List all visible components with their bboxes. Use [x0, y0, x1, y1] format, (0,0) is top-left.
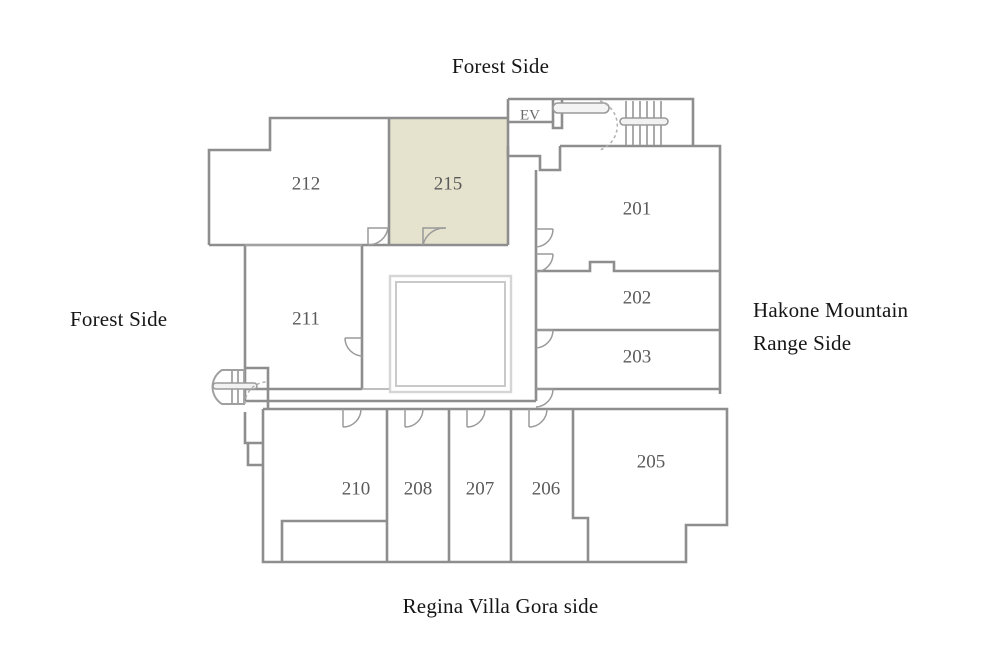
- room-label-203: 203: [623, 346, 652, 367]
- door-west-exit[interactable]: [244, 381, 268, 405]
- door-203[interactable]: [535, 388, 554, 408]
- inner-courtyard: [388, 274, 513, 394]
- wall-right-wing-outer: [560, 144, 722, 394]
- orientation-label-bottom: Regina Villa Gora side: [402, 594, 599, 618]
- door-201-lower[interactable]: [535, 253, 554, 273]
- orientation-label-left: Forest Side: [70, 307, 168, 331]
- room-label-212: 212: [292, 173, 321, 194]
- elevator-label: EV: [520, 107, 540, 123]
- door-202[interactable]: [535, 329, 554, 349]
- room-label-201: 201: [623, 198, 652, 219]
- elevator-car[interactable]: [552, 102, 610, 114]
- door-207[interactable]: [466, 408, 486, 428]
- room-label-207: 207: [466, 478, 495, 499]
- door-211[interactable]: [344, 337, 364, 357]
- main-staircase: [619, 101, 669, 145]
- door-206[interactable]: [528, 408, 548, 428]
- room-label-211: 211: [292, 308, 320, 329]
- orientation-label-right: Hakone Mountain Range Side: [753, 298, 909, 355]
- wall-206-205-divider: [571, 409, 590, 562]
- wall-bottom-wing-outline: [261, 407, 729, 564]
- wall-west-stair-block: [245, 366, 270, 409]
- wall-210-notch: [280, 519, 387, 562]
- room-215-fill[interactable]: [389, 118, 508, 245]
- room-label-210: 210: [342, 478, 371, 499]
- wall-north-west-block: [207, 116, 508, 245]
- door-elevator-lobby[interactable]: [599, 100, 619, 151]
- door-215[interactable]: [422, 227, 446, 246]
- room-label-215: 215: [434, 173, 463, 194]
- wall-201-south: [536, 260, 720, 273]
- orientation-label-top: Forest Side: [451, 54, 550, 78]
- room-label-208: 208: [404, 478, 433, 499]
- room-label-206: 206: [532, 478, 561, 499]
- room-label-205: 205: [637, 451, 666, 472]
- wall-core-outline: [508, 97, 695, 146]
- wall-ev-box: [508, 99, 564, 130]
- stair-handrail: [619, 117, 669, 126]
- door-212[interactable]: [367, 227, 389, 246]
- wall-west-stair-tail: [246, 443, 263, 467]
- door-208[interactable]: [404, 408, 424, 428]
- door-201-upper[interactable]: [535, 228, 554, 248]
- west-emergency-stair: [211, 369, 258, 405]
- door-210[interactable]: [342, 408, 362, 428]
- room-label-202: 202: [623, 287, 652, 308]
- wall-west-stair-lower: [243, 412, 263, 445]
- wall-corridor-north-step: [506, 146, 562, 172]
